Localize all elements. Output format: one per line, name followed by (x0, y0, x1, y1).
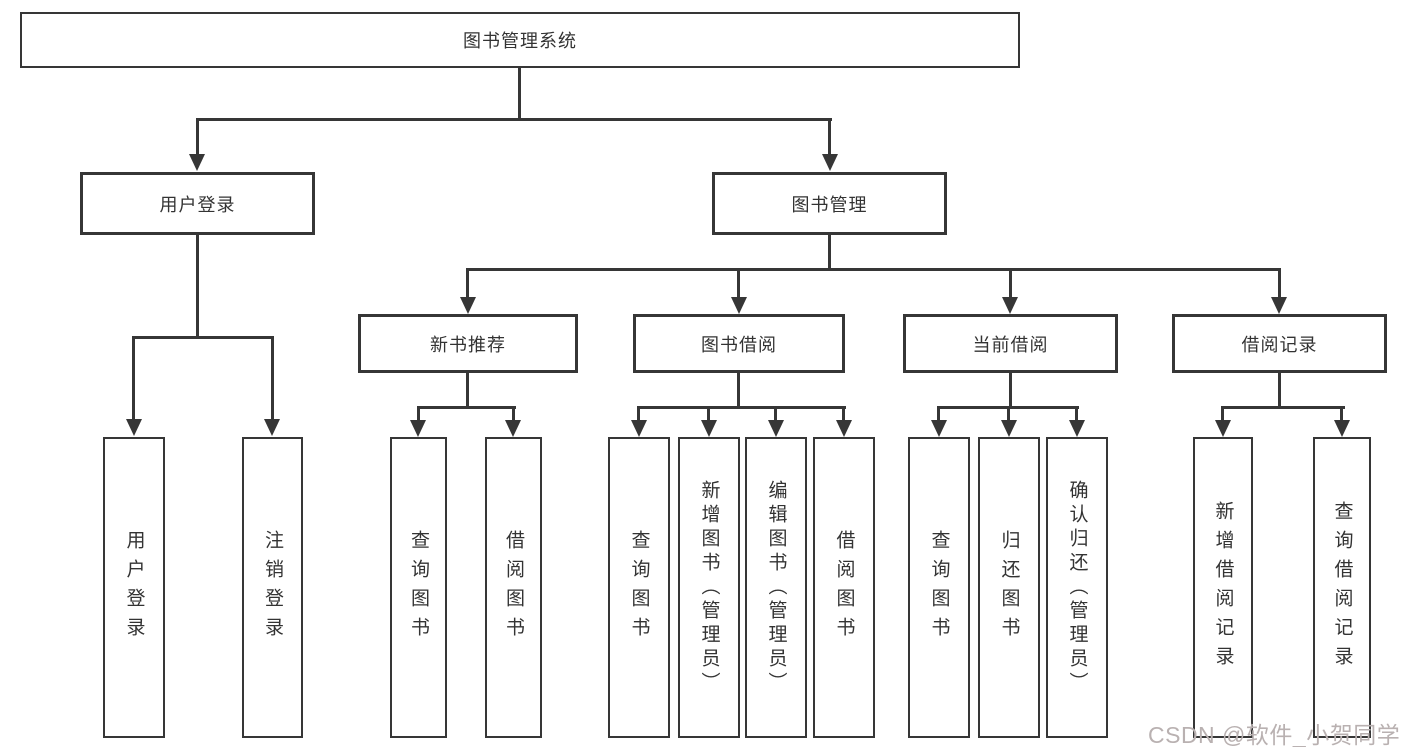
arrow-down-icon (731, 297, 747, 314)
connector-line (707, 406, 710, 422)
leaf-user-login: 用户登录 (103, 437, 165, 738)
csdn-watermark: CSDN @软件_小贺同学 (1148, 722, 1401, 747)
arrow-down-icon (1215, 420, 1231, 437)
leaf-label: 借阅图书 (503, 529, 524, 646)
connector-line (828, 235, 831, 271)
connector-line (271, 336, 274, 421)
connector-line (196, 235, 199, 338)
leaf-label: 编辑图书（管理员） (765, 479, 787, 696)
arrow-down-icon (1069, 420, 1085, 437)
arrow-down-icon (631, 420, 647, 437)
connector-line (1075, 406, 1078, 422)
connector-line (417, 406, 516, 409)
connector-line (637, 406, 846, 409)
connector-line (737, 268, 740, 299)
connector-line (1278, 268, 1281, 299)
connector-line (466, 268, 1281, 271)
arrow-down-icon (410, 420, 426, 437)
leaf-label: 确认归还（管理员） (1066, 479, 1088, 696)
leaf-edit-books-admin: 编辑图书（管理员） (745, 437, 807, 738)
node-label: 借阅记录 (1241, 334, 1318, 355)
arrow-down-icon (931, 420, 947, 437)
node-label: 新书推荐 (430, 334, 506, 355)
leaf-label: 查询图书 (408, 529, 429, 646)
node-root-library-system: 图书管理系统 (20, 12, 1020, 68)
connector-line (828, 118, 831, 156)
leaf-label: 查询借阅记录 (1331, 500, 1353, 675)
node-label: 图书管理系统 (463, 31, 577, 51)
leaf-confirm-return-admin: 确认归还（管理员） (1046, 437, 1108, 738)
connector-line (1221, 406, 1345, 409)
arrow-down-icon (1001, 420, 1017, 437)
arrow-down-icon (460, 297, 476, 314)
leaf-query-borrow-record: 查询借阅记录 (1313, 437, 1371, 738)
connector-line (518, 68, 521, 120)
arrow-down-icon (505, 420, 521, 437)
leaf-label: 注销登录 (262, 529, 283, 646)
leaf-label: 新增借阅记录 (1212, 500, 1234, 675)
leaf-return-books: 归还图书 (978, 437, 1040, 738)
connector-line (1221, 406, 1224, 422)
leaf-label: 用户登录 (123, 529, 145, 646)
leaf-add-borrow-record: 新增借阅记录 (1193, 437, 1253, 738)
node-user-login: 用户登录 (80, 172, 315, 235)
node-book-borrowing: 图书借阅 (633, 314, 845, 373)
arrow-down-icon (822, 154, 838, 171)
arrow-down-icon (264, 419, 280, 436)
leaf-label: 借阅图书 (833, 529, 855, 646)
arrow-down-icon (836, 420, 852, 437)
leaf-add-books-admin: 新增图书（管理员） (678, 437, 740, 738)
leaf-query-books: 查询图书 (608, 437, 670, 738)
arrow-down-icon (701, 420, 717, 437)
connector-line (774, 406, 777, 422)
leaf-borrow-books: 借阅图书 (485, 437, 542, 738)
leaf-label: 新增图书（管理员） (698, 479, 720, 696)
node-current-borrowing: 当前借阅 (903, 314, 1118, 373)
arrow-down-icon (1334, 420, 1350, 437)
connector-line (842, 406, 845, 422)
arrow-down-icon (768, 420, 784, 437)
connector-line (1009, 373, 1012, 409)
node-label: 图书管理 (791, 194, 868, 215)
arrow-down-icon (189, 154, 205, 171)
node-label: 图书借阅 (701, 334, 777, 355)
connector-line (466, 268, 469, 299)
connector-line (1009, 268, 1012, 299)
leaf-logout: 注销登录 (242, 437, 303, 738)
arrow-down-icon (126, 419, 142, 436)
connector-line (417, 406, 420, 422)
connector-line (466, 373, 469, 409)
connector-line (196, 118, 199, 156)
arrow-down-icon (1002, 297, 1018, 314)
node-borrowing-records: 借阅记录 (1172, 314, 1387, 373)
connector-line (512, 406, 515, 422)
connector-line (1007, 406, 1010, 422)
connector-line (196, 118, 832, 121)
leaf-label: 归还图书 (998, 529, 1020, 646)
arrow-down-icon (1271, 297, 1287, 314)
leaf-query-books: 查询图书 (908, 437, 970, 738)
leaf-label: 查询图书 (928, 529, 950, 646)
connector-line (132, 336, 135, 421)
connector-line (132, 336, 274, 339)
connector-line (737, 373, 740, 409)
node-label: 当前借阅 (972, 334, 1049, 355)
connector-line (1278, 373, 1281, 409)
leaf-label: 查询图书 (628, 529, 650, 646)
connector-line (1340, 406, 1343, 422)
connector-line (637, 406, 640, 422)
node-label: 用户登录 (159, 194, 236, 215)
node-book-management: 图书管理 (712, 172, 947, 235)
leaf-query-books: 查询图书 (390, 437, 447, 738)
connector-line (937, 406, 940, 422)
node-new-book-recommend: 新书推荐 (358, 314, 578, 373)
leaf-borrow-books: 借阅图书 (813, 437, 875, 738)
